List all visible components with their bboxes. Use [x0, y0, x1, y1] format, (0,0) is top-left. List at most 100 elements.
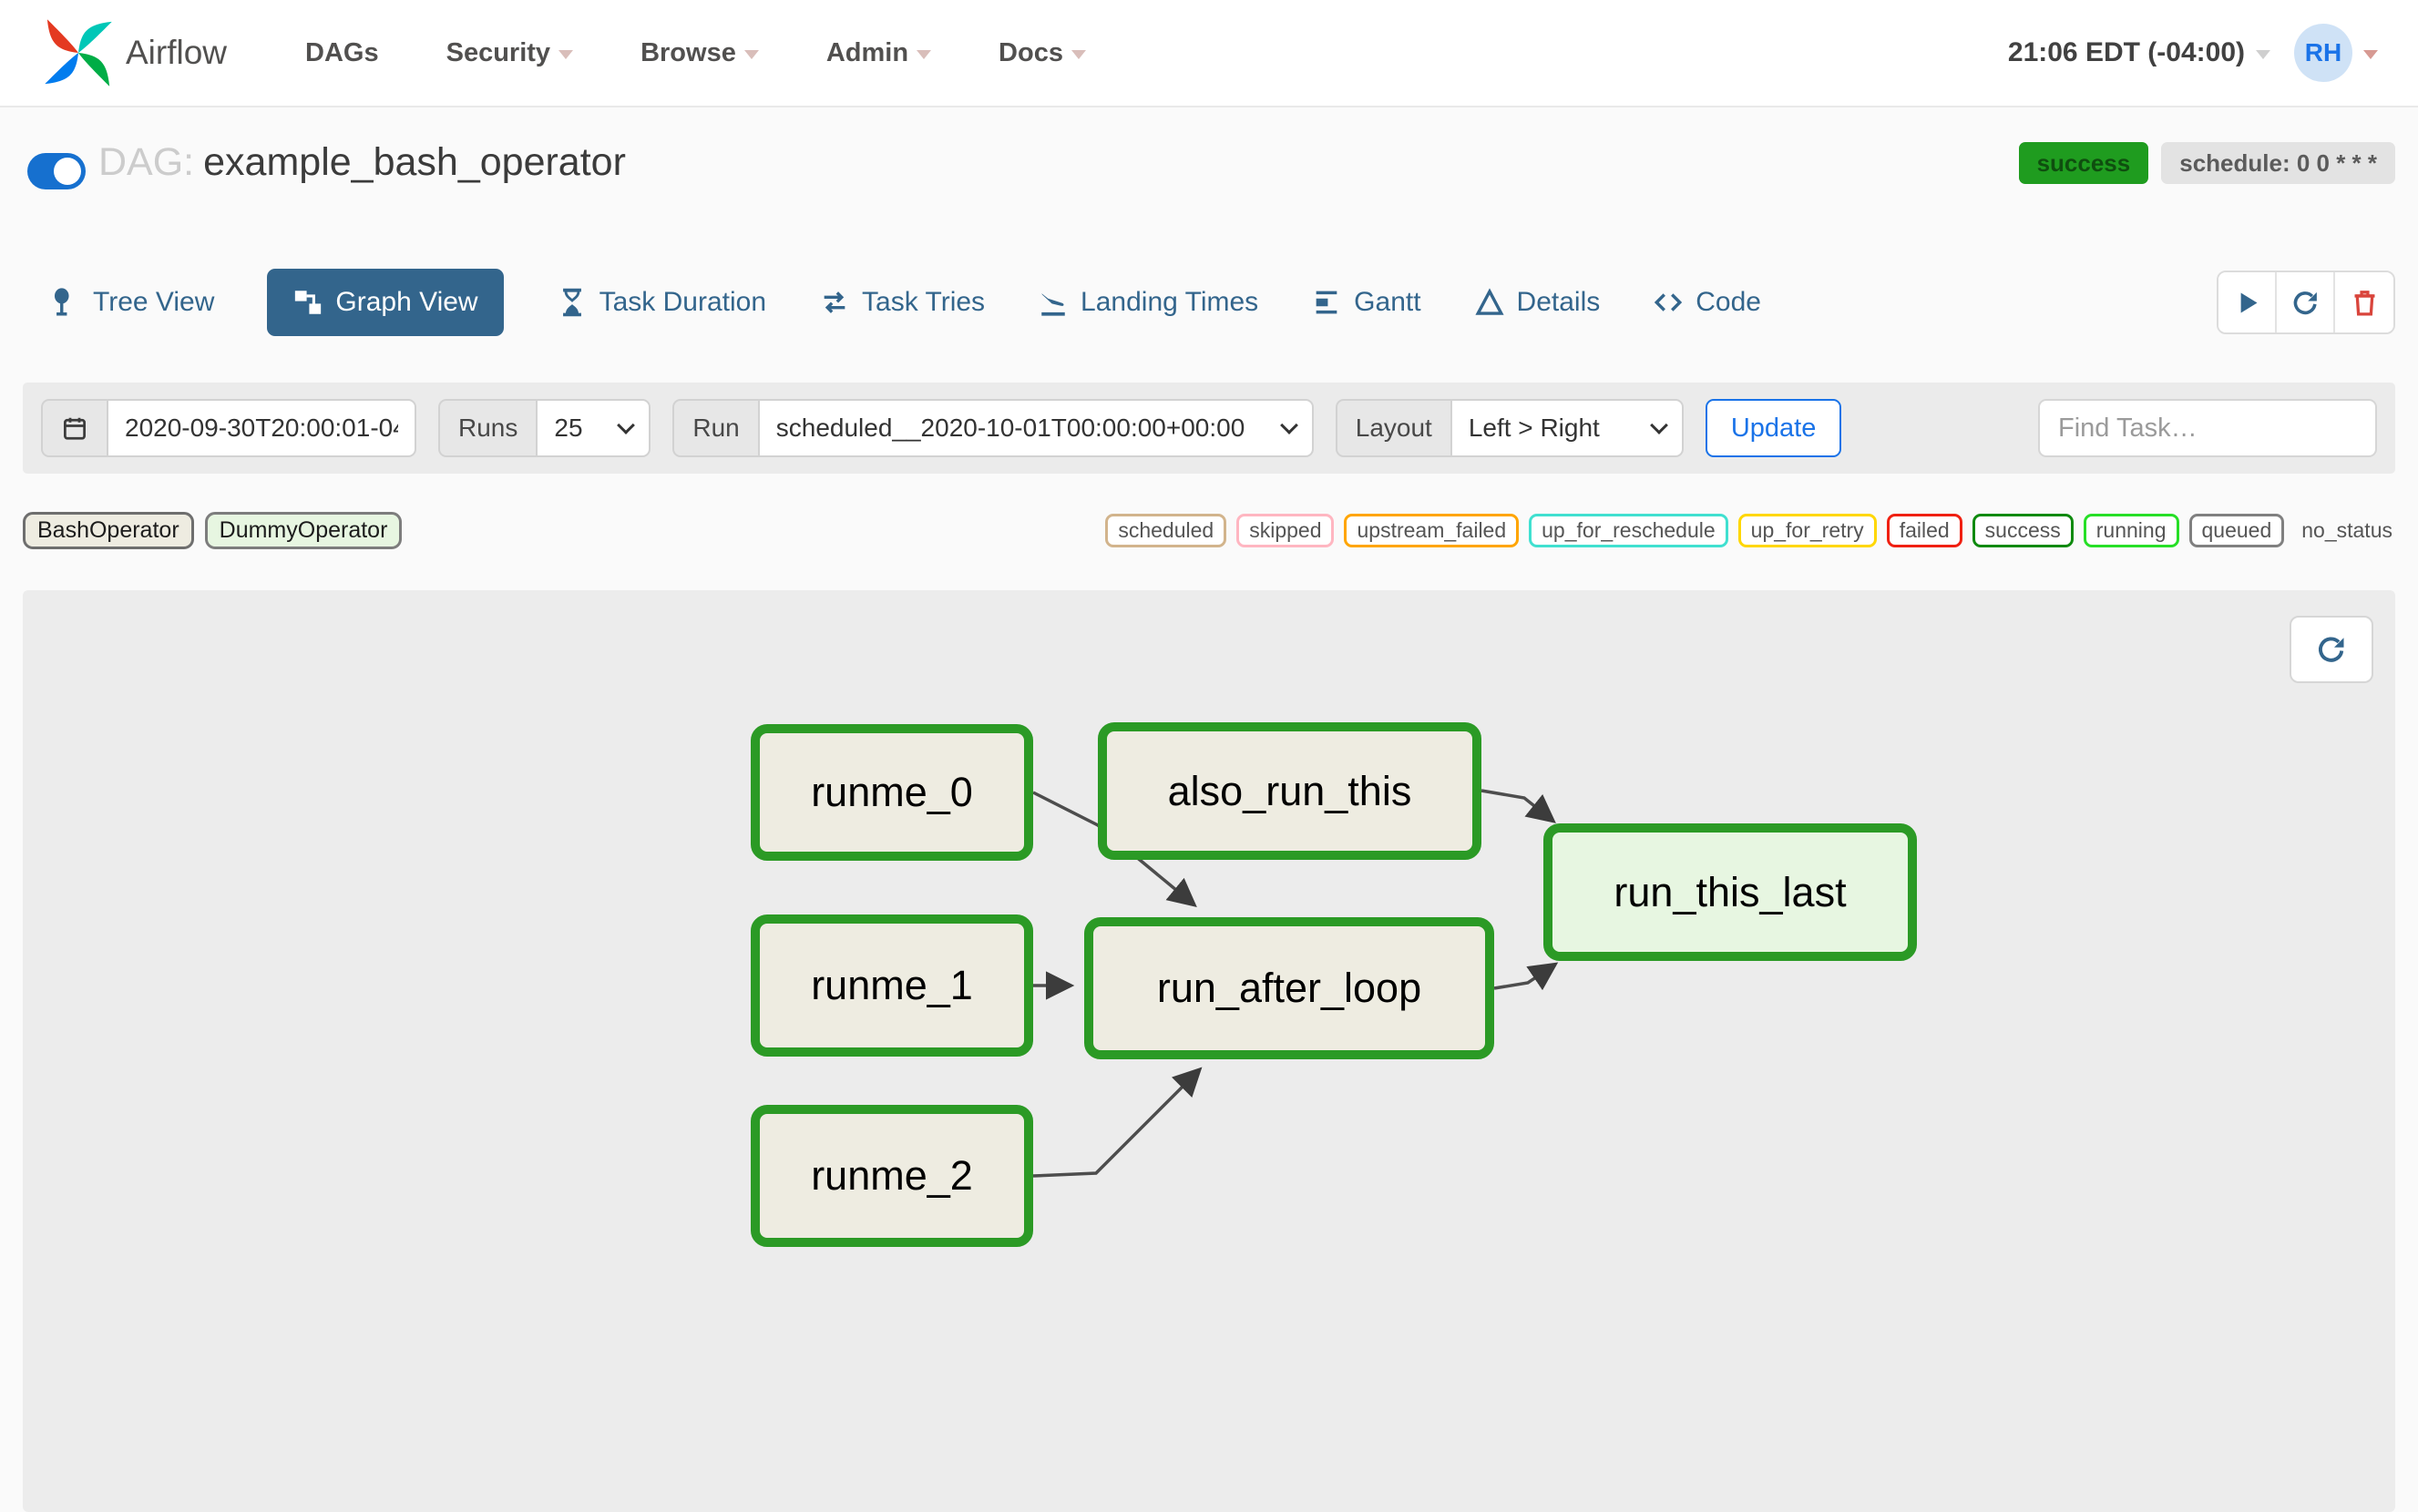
legend-state-skipped: skipped [1236, 513, 1335, 547]
tab-label: Landing Times [1081, 287, 1259, 317]
refresh-dag-button[interactable] [2277, 272, 2335, 332]
nav-item-admin[interactable]: Admin [825, 37, 932, 68]
legend-state-queued: queued [2188, 513, 2285, 547]
tab-code[interactable]: Code [1653, 287, 1761, 318]
tab-label: Task Tries [862, 287, 986, 317]
nav-label: DAGs [305, 37, 379, 67]
view-tabs: Tree View Graph View Task Duration Task … [50, 259, 2395, 346]
layout-label: Layout [1335, 399, 1450, 457]
chevron-down-icon [1279, 416, 1298, 434]
avatar[interactable]: RH [2294, 24, 2352, 82]
navbar: Airflow DAGs Security Browse Admin Docs … [0, 0, 2418, 107]
runs-label: Runs [438, 399, 537, 457]
hourglass-icon [562, 288, 581, 317]
tab-label: Tree View [93, 287, 215, 317]
base-date-input[interactable] [125, 414, 398, 443]
base-date-group [41, 399, 416, 457]
legend-state-success: success [1972, 513, 2074, 547]
dag-graph-canvas[interactable]: runme_0 also_run_this run_this_last runm… [23, 590, 2395, 1512]
calendar-icon [64, 417, 86, 440]
triangle-icon [1474, 288, 1504, 315]
legend-state-up-for-retry: up_for_retry [1737, 513, 1877, 547]
runs-select[interactable]: 25 [536, 399, 651, 457]
calendar-button[interactable] [41, 399, 107, 457]
tab-task-tries[interactable]: Task Tries [819, 287, 985, 318]
dag-pause-toggle[interactable] [27, 153, 86, 189]
runs-value: 25 [554, 414, 583, 442]
header-badges: success schedule: 0 0 * * * [2018, 142, 2395, 184]
run-select[interactable]: scheduled__2020-10-01T00:00:00+00:00 [757, 399, 1314, 457]
legend-dummy-operator: DummyOperator [204, 511, 403, 549]
airflow-logo-icon [45, 19, 112, 87]
nav-label: Security [446, 37, 551, 67]
brand-name: Airflow [126, 34, 228, 71]
nav-item-docs[interactable]: Docs [999, 38, 1086, 68]
edge-runme_2-run_after_loop [1032, 1067, 1203, 1178]
legend-state-upstream-failed: upstream_failed [1344, 513, 1520, 547]
task-node-runme_2[interactable]: runme_2 [751, 1105, 1033, 1247]
refresh-icon [2293, 291, 2317, 314]
run-value: scheduled__2020-10-01T00:00:00+00:00 [775, 414, 1245, 442]
tab-landing-times[interactable]: Landing Times [1038, 287, 1258, 318]
chevron-down-icon [743, 50, 759, 59]
legend-state-running: running [2083, 513, 2179, 547]
task-node-also_run_this[interactable]: also_run_this [1098, 722, 1481, 860]
tab-details[interactable]: Details [1474, 287, 1600, 318]
trash-icon [2354, 290, 2374, 316]
tab-graph-view[interactable]: Graph View [267, 269, 504, 336]
chevron-down-icon [1071, 50, 1086, 59]
task-node-run_this_last[interactable]: run_this_last [1543, 823, 1917, 961]
plane-landing-icon [1041, 293, 1065, 316]
nav-label: Docs [999, 37, 1063, 67]
filter-bar: Runs 25 Run scheduled__2020-10-01T00:00:… [23, 383, 2395, 474]
trigger-dag-button[interactable] [2218, 272, 2277, 332]
tab-task-duration[interactable]: Task Duration [557, 287, 766, 318]
base-date-field [107, 399, 416, 457]
dag-prefix: DAG: [98, 140, 195, 184]
runs-group: Runs 25 [438, 399, 651, 457]
toggle-knob [54, 158, 81, 185]
navbar-right: 21:06 EDT (-04:00) RH [2008, 24, 2378, 82]
dag-action-buttons [2217, 271, 2395, 334]
tree-view-icon [54, 288, 69, 316]
legend-bash-operator: BashOperator [23, 511, 194, 549]
edge-run_after_loop-run_this_last [1493, 962, 1559, 991]
dag-id: example_bash_operator [203, 140, 626, 184]
task-node-runme_0[interactable]: runme_0 [751, 724, 1033, 861]
dag-state-badge: success [2018, 142, 2149, 184]
nav-item-dags[interactable]: DAGs [305, 38, 379, 68]
legend-row: BashOperator DummyOperator scheduled ski… [23, 506, 2392, 554]
graph-refresh-button[interactable] [2290, 616, 2373, 683]
chevron-down-icon [1649, 416, 1668, 434]
task-node-runme_1[interactable]: runme_1 [751, 914, 1033, 1057]
tab-label: Code [1696, 287, 1761, 317]
layout-value: Left > Right [1468, 414, 1600, 442]
nav-menu: DAGs Security Browse Admin Docs [305, 38, 1086, 68]
task-node-run_after_loop[interactable]: run_after_loop [1084, 917, 1494, 1059]
tab-label: Gantt [1354, 287, 1421, 317]
delete-dag-button[interactable] [2335, 272, 2393, 332]
user-menu[interactable]: RH [2294, 24, 2378, 82]
run-group: Run scheduled__2020-10-01T00:00:00+00:00 [672, 399, 1314, 457]
find-task-input[interactable] [2038, 399, 2377, 457]
nav-label: Admin [825, 37, 909, 67]
chevron-down-icon [617, 416, 636, 434]
nav-item-browse[interactable]: Browse [640, 38, 759, 68]
run-label: Run [672, 399, 758, 457]
timezone-dropdown[interactable]: 21:06 EDT (-04:00) [2008, 37, 2270, 68]
legend-state-scheduled: scheduled [1105, 513, 1227, 547]
repeat-icon [824, 291, 845, 313]
chevron-down-icon [917, 50, 932, 59]
layout-select[interactable]: Left > Right [1450, 399, 1684, 457]
gantt-icon [1316, 291, 1337, 314]
update-button[interactable]: Update [1705, 399, 1842, 457]
airflow-brand[interactable]: Airflow [40, 15, 227, 91]
legend-state-failed: failed [1886, 513, 1962, 547]
layout-group: Layout Left > Right [1335, 399, 1684, 457]
tab-gantt[interactable]: Gantt [1311, 287, 1421, 318]
nav-item-security[interactable]: Security [446, 37, 574, 68]
legend-state-up-for-reschedule: up_for_reschedule [1529, 513, 1728, 547]
schedule-badge[interactable]: schedule: 0 0 * * * [2161, 142, 2395, 184]
tab-tree-view[interactable]: Tree View [50, 287, 214, 318]
graph-view-icon [295, 291, 322, 314]
